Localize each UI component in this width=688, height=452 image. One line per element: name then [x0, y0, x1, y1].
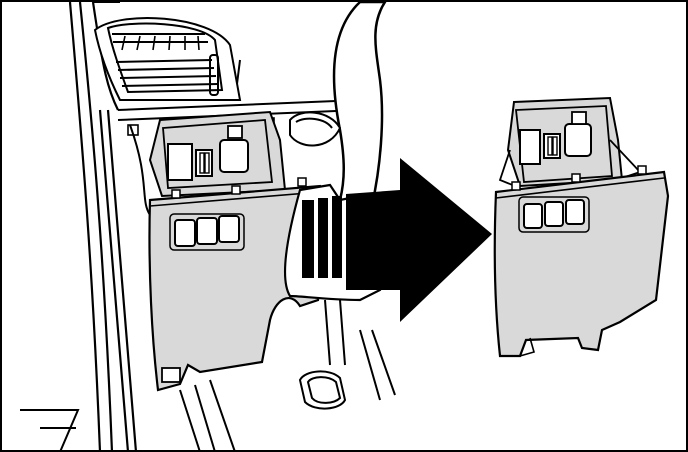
pedals	[179, 299, 396, 452]
removed-switch-slot-right	[564, 123, 592, 157]
removed-blank-cover-3	[565, 199, 585, 225]
blank-cover-1	[174, 219, 196, 247]
door-pillar	[68, 1, 138, 452]
installed-lower-panel	[148, 110, 330, 392]
removed-blank-cover-2	[544, 201, 564, 227]
blank-cover-2	[196, 217, 218, 245]
steering-wheel	[332, 0, 388, 207]
removed-blank-cover-1	[523, 203, 543, 229]
direction-arrow	[302, 158, 492, 322]
dashboard-slot	[209, 54, 219, 96]
steering-column	[289, 111, 342, 147]
door-sill	[20, 409, 80, 452]
switch-slot-left	[167, 143, 193, 181]
switch-slot-right	[219, 139, 249, 173]
air-vent	[93, 17, 242, 101]
blank-cover-3	[218, 215, 240, 243]
removed-lower-panel	[493, 96, 670, 358]
removed-switch-slot-left	[519, 129, 541, 165]
